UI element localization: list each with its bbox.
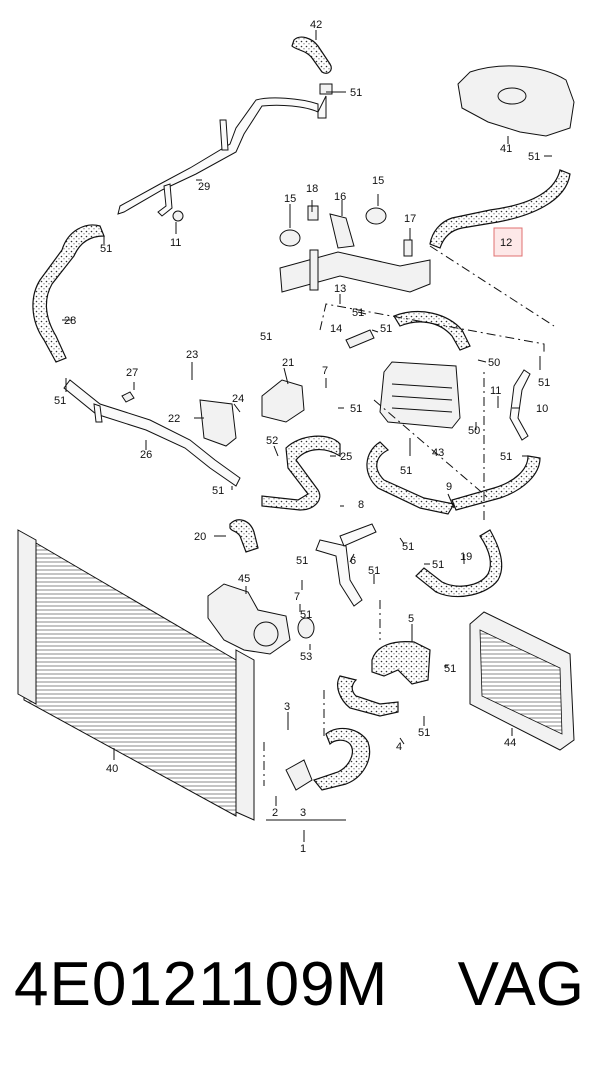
clamp-top — [319, 83, 333, 95]
label-19: 19 — [460, 551, 472, 563]
hose-20 — [229, 519, 259, 553]
label-15: 15 — [372, 175, 384, 187]
label-18: 18 — [306, 183, 318, 195]
hose-upper-mid — [393, 311, 471, 351]
clamp-15a — [279, 229, 301, 247]
label-45: 45 — [238, 573, 250, 585]
clamp-15b — [365, 207, 387, 225]
label-51: 51 — [352, 307, 364, 319]
hose-19 — [415, 529, 503, 598]
label-26: 26 — [140, 449, 152, 461]
label-51: 51 — [400, 465, 412, 477]
label-29: 29 — [198, 181, 210, 193]
pipe-29 — [117, 95, 327, 217]
label-17: 17 — [404, 213, 416, 225]
label-52: 52 — [266, 435, 278, 447]
label-8: 8 — [358, 499, 364, 511]
label-12: 12 — [500, 237, 512, 249]
label-9: 9 — [446, 481, 452, 493]
hose-28 — [32, 224, 105, 363]
label-15: 15 — [284, 193, 296, 205]
label-51: 51 — [296, 555, 308, 567]
coolant-system-exploded-diagram: 42 51 29 11 51 28 51 27 26 51 41 51 12 1… — [17, 19, 575, 855]
label-53: 53 — [300, 651, 312, 663]
label-51: 51 — [538, 377, 550, 389]
label-51: 51 — [100, 243, 112, 255]
bracket-22 — [199, 399, 237, 447]
label-22: 22 — [168, 413, 180, 425]
label-51: 51 — [500, 451, 512, 463]
label-12-highlight — [493, 227, 523, 257]
hose-42 — [291, 36, 332, 74]
label-1: 1 — [300, 843, 306, 855]
label-41: 41 — [500, 143, 512, 155]
label-50: 50 — [488, 357, 500, 369]
label-24: 24 — [232, 393, 244, 405]
label-5: 5 — [408, 613, 414, 625]
label-3: 3 — [300, 807, 306, 819]
label-51: 51 — [368, 565, 380, 577]
bolt-18 — [307, 205, 319, 221]
pipe-26 — [63, 379, 241, 487]
label-16: 16 — [334, 191, 346, 203]
label-51: 51 — [432, 559, 444, 571]
label-51: 51 — [402, 541, 414, 553]
label-25: 25 — [340, 451, 352, 463]
bolt-27 — [121, 391, 135, 403]
label-27: 27 — [126, 367, 138, 379]
label-51: 51 — [350, 87, 362, 99]
radiator-40 — [17, 529, 255, 821]
label-51: 51 — [528, 151, 540, 163]
bolt-17 — [403, 239, 413, 257]
label-6: 6 — [350, 555, 356, 567]
label-40: 40 — [106, 763, 118, 775]
water-pump-45 — [207, 583, 291, 655]
expansion-tank-41 — [457, 65, 575, 137]
label-50: 50 — [468, 425, 480, 437]
housing-21 — [261, 379, 305, 423]
label-21: 21 — [282, 357, 294, 369]
label-51: 51 — [260, 331, 272, 343]
bracket-13 — [279, 213, 431, 293]
label-2: 2 — [272, 807, 278, 819]
part-number: 4E0121109M — [14, 950, 389, 1019]
screw-11 — [172, 210, 184, 222]
hose-5 — [337, 641, 431, 717]
label-43: 43 — [432, 447, 444, 459]
label-51: 51 — [54, 395, 66, 407]
label-28: 28 — [64, 315, 76, 327]
label-51: 51 — [380, 323, 392, 335]
label-51: 51 — [418, 727, 430, 739]
footer: 4E0121109M VAG — [0, 930, 600, 1040]
label-4: 4 — [396, 741, 402, 753]
label-10: 10 — [536, 403, 548, 415]
label-14: 14 — [330, 323, 342, 335]
label-51: 51 — [444, 663, 456, 675]
label-11: 11 — [170, 237, 181, 249]
pipe-10 — [509, 369, 531, 441]
label-51: 51 — [212, 485, 224, 497]
label-11: 11 — [490, 385, 501, 397]
label-7: 7 — [294, 591, 300, 603]
label-51: 51 — [300, 609, 312, 621]
label-51: 51 — [350, 403, 362, 415]
pipe-14 — [345, 329, 375, 349]
brand-name: VAG — [457, 950, 584, 1019]
oil-cooler-43 — [379, 361, 461, 429]
label-13: 13 — [334, 283, 346, 295]
hose-25 — [261, 435, 341, 511]
seal-53 — [297, 617, 315, 639]
label-42: 42 — [310, 19, 322, 31]
hose-12 — [429, 169, 571, 249]
label-7: 7 — [322, 365, 328, 377]
label-20: 20 — [194, 531, 206, 543]
oil-cooler-44 — [469, 611, 575, 751]
label-44: 44 — [504, 737, 516, 749]
label-3: 3 — [284, 701, 290, 713]
pipe-6 — [315, 523, 377, 607]
hose-1 — [285, 727, 371, 791]
hose-right-9 — [366, 441, 541, 515]
label-23: 23 — [186, 349, 198, 361]
